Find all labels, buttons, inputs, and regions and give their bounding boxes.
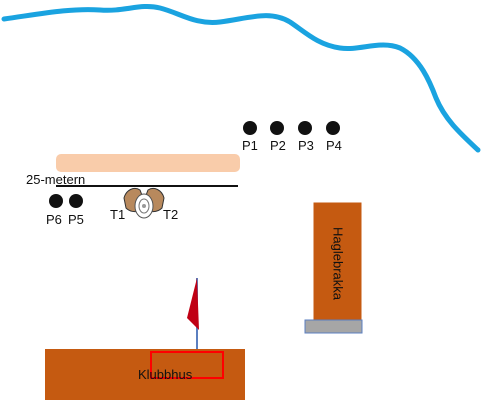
river: [1, 3, 481, 153]
position-label-p1: P1: [242, 138, 258, 153]
position-label-p4: P4: [326, 138, 342, 153]
target-label-t2: T2: [163, 207, 179, 222]
firing-area-band: [56, 154, 240, 172]
shotgun-building-label: Haglebrakka: [330, 227, 346, 300]
shotgun-building-base: [304, 319, 363, 334]
shotgun-building: [312, 201, 363, 321]
position-marker-p3: [298, 121, 312, 135]
position-label-p5: P5: [68, 212, 84, 227]
position-marker-p2: [270, 121, 284, 135]
flag-icon: [187, 278, 199, 330]
range-label: 25-metern: [26, 172, 86, 187]
position-label-p3: P3: [298, 138, 314, 153]
target-label-t1: T1: [110, 207, 126, 222]
clubhouse-label: Klubbhus: [138, 367, 193, 382]
position-label-p6: P6: [46, 212, 62, 227]
position-marker-p6: [49, 194, 63, 208]
target-icon: [123, 187, 165, 219]
position-label-p2: P2: [270, 138, 286, 153]
clubhouse-building: [45, 349, 245, 400]
position-marker-p1: [243, 121, 257, 135]
position-marker-p5: [69, 194, 83, 208]
clubhouse-highlight: [150, 351, 224, 379]
position-marker-p4: [326, 121, 340, 135]
